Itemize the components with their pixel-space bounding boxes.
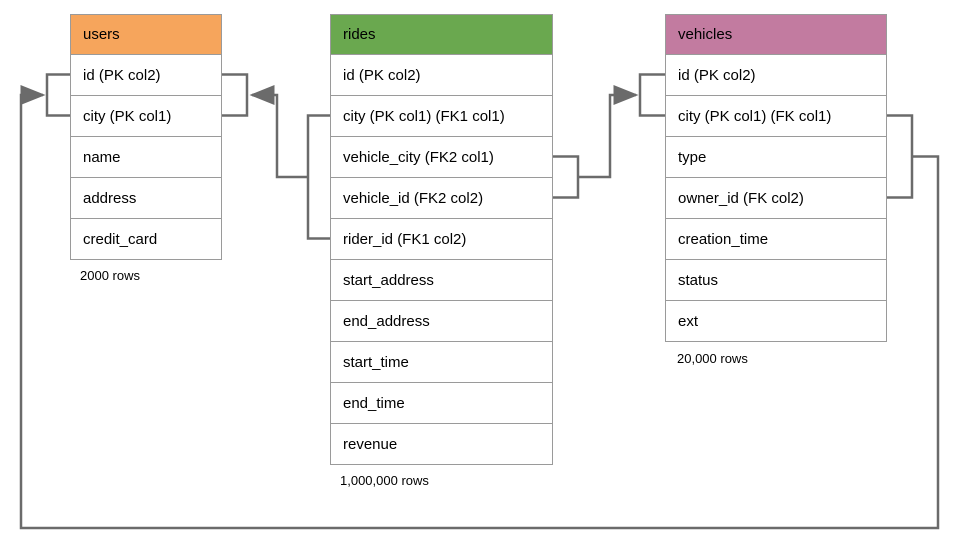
rides-right-bracket [553, 155, 580, 199]
rides-table: rides id (PK col2) city (PK col1) (FK1 c… [330, 14, 553, 465]
column-row: city (PK col1) (FK1 col1) [331, 95, 552, 136]
users-right-bracket [222, 73, 249, 117]
users-left-bracket [45, 73, 70, 117]
users-table-header: users [71, 15, 221, 54]
column-row: id (PK col2) [331, 54, 552, 95]
users-table: users id (PK col2) city (PK col1) name a… [70, 14, 222, 260]
column-row: start_time [331, 341, 552, 382]
column-row: revenue [331, 423, 552, 464]
column-row: end_time [331, 382, 552, 423]
vehicles-row-count-label: 20,000 rows [677, 351, 748, 366]
column-row: creation_time [666, 218, 886, 259]
fk2-arrow-line [578, 85, 639, 179]
column-row: ext [666, 300, 886, 341]
column-row: city (PK col1) (FK col1) [666, 95, 886, 136]
users-row-count-label: 2000 rows [80, 268, 140, 283]
column-row: name [71, 136, 221, 177]
column-row: vehicle_city (FK2 col1) [331, 136, 552, 177]
vehicles-left-bracket [638, 73, 665, 117]
vehicles-table: vehicles id (PK col2) city (PK col1) (FK… [665, 14, 887, 342]
rides-table-header: rides [331, 15, 552, 54]
rides-row-count-label: 1,000,000 rows [340, 473, 429, 488]
column-row: credit_card [71, 218, 221, 259]
column-row: rider_id (FK1 col2) [331, 218, 552, 259]
column-row: end_address [331, 300, 552, 341]
column-row: id (PK col2) [71, 54, 221, 95]
column-row: address [71, 177, 221, 218]
rides-left-bracket [306, 114, 330, 240]
column-row: id (PK col2) [666, 54, 886, 95]
column-row: type [666, 136, 886, 177]
vehicles-right-bracket [887, 114, 914, 199]
fk1-arrow-line [249, 85, 308, 179]
column-row: owner_id (FK col2) [666, 177, 886, 218]
column-row: vehicle_id (FK2 col2) [331, 177, 552, 218]
vehicles-users-arrow-line [19, 85, 940, 530]
column-row: status [666, 259, 886, 300]
vehicles-table-header: vehicles [666, 15, 886, 54]
column-row: city (PK col1) [71, 95, 221, 136]
column-row: start_address [331, 259, 552, 300]
